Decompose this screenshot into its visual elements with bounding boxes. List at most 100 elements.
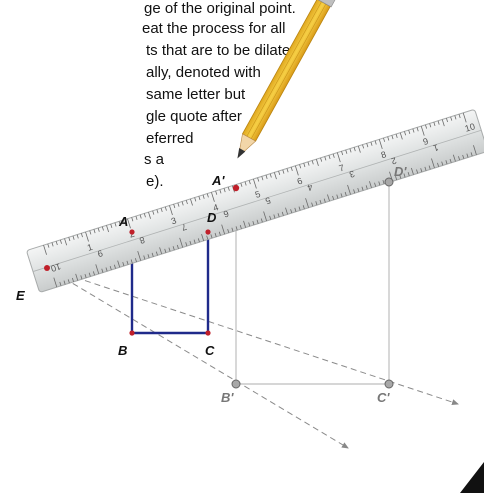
ruler-tick (248, 180, 251, 185)
ruler-tick (328, 155, 331, 160)
ruler-tick (290, 209, 293, 214)
instruction-line: e). (146, 173, 164, 190)
ruler-tick (374, 140, 377, 145)
ruler-tick (219, 189, 222, 194)
ruler-tick (164, 248, 167, 253)
label-a: A (118, 214, 128, 229)
ruler-tick (411, 167, 414, 175)
ruler-tick (84, 273, 87, 278)
ruler-tick (261, 176, 264, 181)
ruler-tick (433, 122, 436, 127)
ruler-tick (399, 132, 403, 140)
ruler-tick (311, 202, 314, 207)
ruler-tick (387, 136, 390, 141)
ruler-tick (118, 221, 121, 226)
ruler-tick (273, 214, 276, 219)
ruler-tick (353, 189, 356, 194)
ruler-tick (336, 194, 339, 199)
ruler-tick (383, 137, 386, 142)
ruler-tick (320, 157, 323, 162)
ruler-number: 1 (432, 142, 440, 153)
ruler-tick (135, 215, 138, 221)
ruler-tick (122, 219, 125, 224)
ruler-tick (366, 143, 369, 148)
ruler-tick (80, 275, 83, 280)
ruler-tick (441, 119, 445, 127)
ruler-tick (197, 238, 200, 243)
ruler-tick (139, 214, 142, 219)
instruction-line: s a (144, 151, 165, 168)
ruler-tick (265, 174, 268, 179)
point-e (44, 265, 50, 271)
label-d: D (207, 210, 217, 225)
ruler-tick (462, 154, 465, 159)
ruler-tick (156, 209, 159, 214)
ruler-tick (353, 147, 356, 152)
ruler-tick (324, 156, 327, 161)
ruler-tick (137, 251, 142, 261)
ruler-tick (347, 184, 351, 195)
ruler-tick (243, 220, 247, 228)
ruler-number: 5 (254, 189, 262, 200)
ruler-tick (449, 158, 452, 163)
ruler-tick (378, 139, 383, 149)
ruler-tick (55, 241, 58, 246)
ruler-ticks-upper (43, 112, 467, 255)
ruler-tick (470, 152, 473, 157)
point-a-prime (232, 184, 240, 192)
ruler-ticks-lower (53, 145, 477, 288)
ruler-tick (89, 230, 92, 235)
ruler-tick (407, 172, 410, 177)
ruler-tick (67, 279, 70, 284)
ruler-number: 3 (170, 215, 178, 226)
ruler-tick (378, 181, 381, 186)
ruler-tick (269, 215, 272, 220)
ruler-tick (68, 237, 71, 242)
ruler-tick (323, 198, 326, 203)
ruler-tick (294, 207, 297, 212)
ruler-tick (85, 231, 89, 242)
ruler-tick (109, 266, 112, 271)
ruler-tick (177, 202, 180, 207)
ruler-tick (101, 268, 104, 273)
instruction-line: ally, denoted with (146, 64, 261, 81)
ruler-tick (244, 181, 247, 186)
ruler-tick (403, 173, 406, 178)
ruler-tick (223, 188, 226, 193)
ruler-tick (428, 165, 431, 170)
ruler-tick (235, 226, 238, 231)
ruler-number: 3 (348, 169, 356, 180)
ruler-tick (179, 237, 184, 248)
ruler-tick (110, 223, 113, 228)
ruler-tick (143, 213, 146, 218)
ruler-tick (185, 200, 188, 205)
ruler-number: 9 (422, 136, 430, 147)
ruler-tick (260, 218, 263, 223)
ruler-tick (344, 191, 347, 196)
instruction-line: gle quote after (146, 108, 242, 125)
label-a-prime: A' (211, 173, 225, 188)
ruler-tick (181, 201, 184, 206)
pencil-icon (237, 0, 339, 159)
ruler-tick (59, 239, 62, 244)
ruler-tick (93, 229, 96, 234)
ruler-number: 5 (264, 195, 272, 206)
ruler-tick (305, 198, 309, 208)
ruler-tick (159, 247, 163, 255)
ruler-number: 2 (390, 155, 398, 166)
ruler-tick (282, 169, 285, 174)
ruler-tick (452, 154, 456, 162)
ruler-tick (80, 233, 83, 238)
ruler-tick (263, 211, 267, 222)
ruler-tick (169, 205, 173, 216)
ruler-tick (290, 166, 293, 172)
point-c-prime (384, 379, 394, 389)
ruler-tick (420, 168, 423, 173)
instruction-line: ge of the original point. (144, 0, 296, 17)
ruler-tick (164, 206, 167, 211)
ruler-tick (106, 225, 109, 233)
ruler-number: 4 (306, 182, 314, 193)
ruler-tick (72, 235, 75, 240)
ruler-tick (190, 198, 193, 206)
label-d-prime: D' (394, 164, 407, 179)
